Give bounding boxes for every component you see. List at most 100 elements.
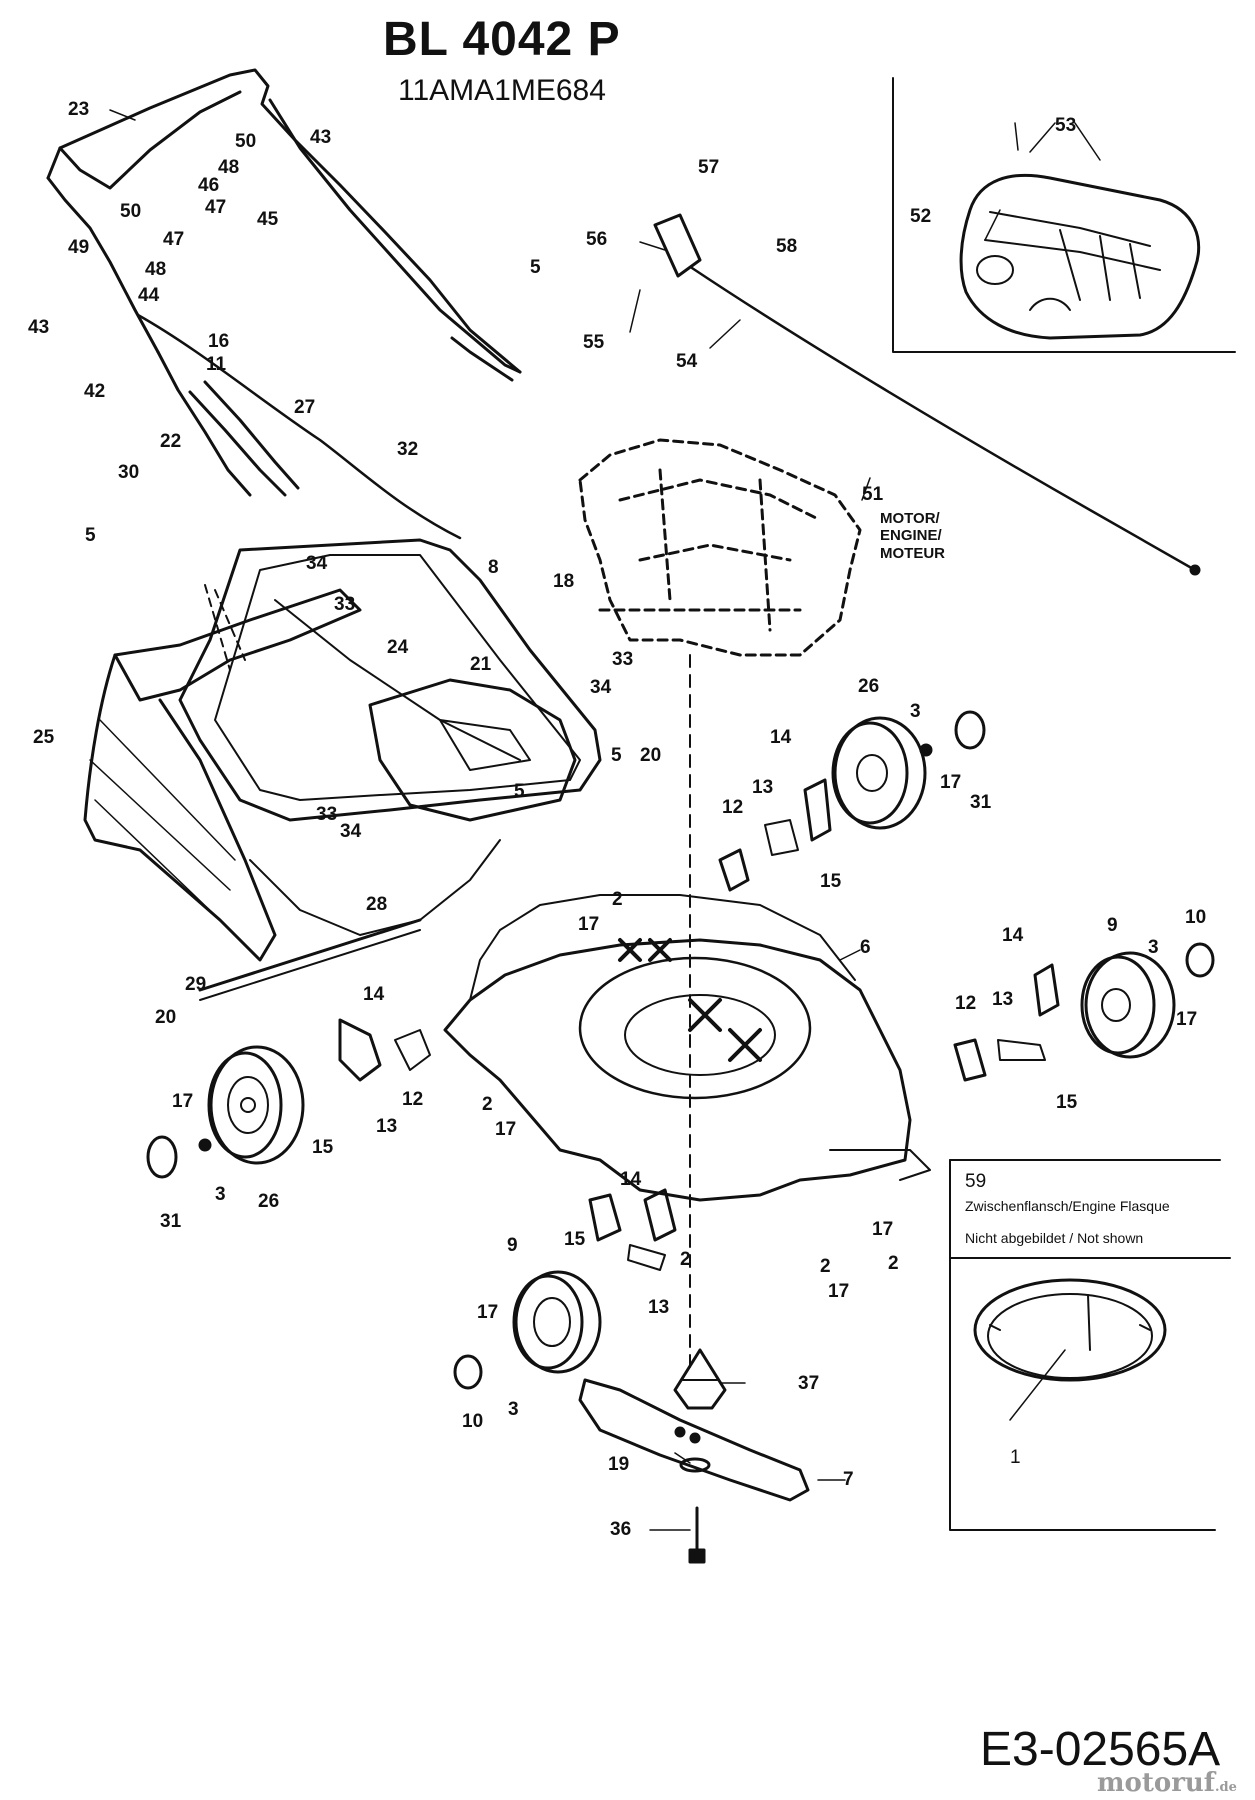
callout-46: 46	[198, 175, 220, 196]
height-adjuster-left	[338, 1018, 431, 1082]
callout-26-top: 26	[858, 676, 880, 697]
wheel-cap-31b	[954, 710, 986, 750]
callout-2-far-right: 2	[888, 1253, 899, 1274]
wheel-cap-31a	[146, 1135, 178, 1179]
engine-cover-inset-frame	[892, 77, 1236, 353]
callout-33-left: 33	[316, 804, 338, 825]
wheel-cap-10b	[453, 1354, 483, 1390]
callout-29: 29	[185, 974, 207, 995]
callout-17-left: 17	[495, 1119, 517, 1140]
callout-2-right-bottom: 2	[820, 1256, 831, 1277]
blade-bolt-part	[688, 1506, 706, 1564]
front-left-wheel-part	[512, 1270, 602, 1374]
callout-15-left: 15	[312, 1137, 334, 1158]
callout-20-left: 20	[155, 1007, 177, 1028]
callout-12-left: 12	[402, 1089, 424, 1110]
callout-15-bottom: 15	[564, 1229, 586, 1250]
washer-3b	[919, 743, 933, 757]
callout-17-top: 17	[940, 772, 962, 793]
washer-3a	[198, 1138, 212, 1152]
callout-12-right: 12	[955, 993, 977, 1014]
callout-34-left: 34	[340, 821, 362, 842]
rear-flap-part	[368, 678, 577, 822]
brand-suffix: .de	[1215, 1780, 1237, 1795]
engine-note-line-2: ENGINE/	[880, 527, 942, 545]
callout-48-left: 48	[145, 259, 167, 280]
callout-56: 56	[586, 229, 608, 250]
callout-57: 57	[698, 157, 720, 178]
callout-15-top: 15	[820, 871, 842, 892]
callout-8: 8	[488, 557, 499, 578]
callout-10-right: 10	[1185, 907, 1207, 928]
diagram-title: BL 4042 P	[383, 13, 621, 66]
callout-19: 19	[608, 1454, 630, 1475]
model-number: 11AMA1ME684	[398, 74, 606, 107]
flange-inset-frame	[949, 1159, 1231, 1531]
callout-6: 6	[860, 937, 871, 958]
callout-21: 21	[470, 654, 492, 675]
callout-17-mid: 17	[578, 914, 600, 935]
callout-3-left: 3	[215, 1184, 226, 1205]
brand-name: motoruf	[1097, 1768, 1215, 1798]
callout-2-left: 2	[482, 1094, 493, 1115]
callout-5-top: 5	[530, 257, 541, 278]
callout-2-mid: 2	[612, 889, 623, 910]
lower-handle-part	[188, 380, 300, 497]
document-number: E3-02565A	[980, 1723, 1221, 1776]
callout-33-right: 33	[612, 649, 634, 670]
upper-handle-part	[46, 68, 522, 497]
callout-17-right: 17	[1176, 1009, 1198, 1030]
callout-22: 22	[160, 431, 182, 452]
callout-52: 52	[910, 206, 932, 227]
callout-7: 7	[843, 1469, 854, 1490]
flange-caption: Zwischenflansch/Engine Flasque	[965, 1198, 1170, 1214]
callout-13-left: 13	[376, 1116, 398, 1137]
callout-1: 1	[1010, 1447, 1021, 1468]
height-adjuster-right-rear	[718, 778, 832, 892]
callout-9-right: 9	[1107, 915, 1118, 936]
callout-17-right-bottom: 17	[828, 1281, 850, 1302]
callout-24: 24	[387, 637, 409, 658]
callout-47-left: 47	[163, 229, 185, 250]
callout-51: 51	[862, 484, 884, 505]
callout-47: 47	[205, 197, 227, 218]
callout-42: 42	[84, 381, 106, 402]
front-right-wheel-part	[1080, 951, 1176, 1059]
rear-axle-rod-2	[199, 929, 421, 1001]
callout-12-top: 12	[722, 797, 744, 818]
callout-16: 16	[208, 331, 230, 352]
cutting-blade-part	[578, 1378, 810, 1502]
callout-2-bottom: 2	[680, 1249, 691, 1270]
callout-50-left: 50	[120, 201, 142, 222]
callout-14-top: 14	[770, 727, 792, 748]
callout-37: 37	[798, 1373, 820, 1394]
height-adjuster-right-front	[953, 963, 1060, 1082]
callout-25: 25	[33, 727, 55, 748]
engine-part	[578, 438, 862, 657]
callout-10-bottom: 10	[462, 1411, 484, 1432]
callout-43: 43	[310, 127, 332, 148]
engine-cover-part	[959, 173, 1201, 340]
callout-55: 55	[583, 332, 605, 353]
height-adjuster-front-left	[588, 1188, 677, 1271]
callout-58: 58	[776, 236, 798, 257]
callout-3-right: 3	[1148, 937, 1159, 958]
rear-axle-rod	[198, 918, 422, 992]
throttle-cable-part	[653, 213, 1201, 576]
callout-32: 32	[397, 439, 419, 460]
callout-31-left: 31	[160, 1211, 182, 1232]
callout-48: 48	[218, 157, 240, 178]
callout-14-left: 14	[363, 984, 385, 1005]
wheel-cap-10a	[1185, 942, 1215, 978]
callout-3-bottom: 3	[508, 1399, 519, 1420]
rear-left-wheel-part	[207, 1045, 305, 1165]
callout-30: 30	[118, 462, 140, 483]
catcher-frame-part	[178, 538, 602, 936]
callout-43-left: 43	[28, 317, 50, 338]
callout-23: 23	[68, 99, 90, 120]
callout-28: 28	[366, 894, 388, 915]
callout-14-right: 14	[1002, 925, 1024, 946]
callout-17-far-left: 17	[172, 1091, 194, 1112]
callout-5-center: 5	[514, 781, 525, 802]
